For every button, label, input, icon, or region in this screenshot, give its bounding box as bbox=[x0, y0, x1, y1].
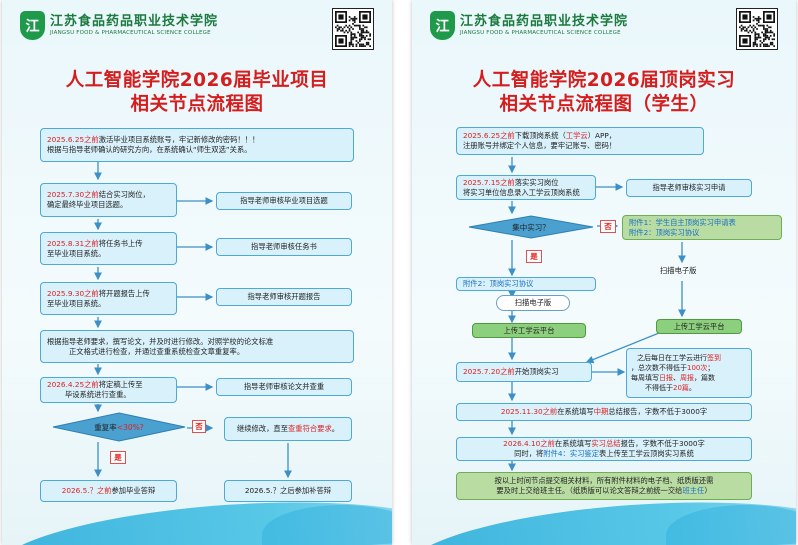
title-line2: 相关节点流程图（学生） bbox=[499, 94, 709, 115]
title-line1: 人工智能学院2026届顶岗实习 bbox=[472, 70, 736, 91]
no-label: 否 bbox=[600, 220, 616, 233]
final-defense-box: 2026.5.？之前参加毕业答辩 bbox=[40, 480, 177, 502]
header: 江 江苏食品药品职业技术学院 JIANGSU FOOD & PHARMACEUT… bbox=[2, 0, 392, 58]
attachment-box: 附件1：学生自主顶岗实习申请表 附件2：顶岗实习协议 bbox=[622, 215, 782, 240]
step-download-app: 2025.6.25之前下载顶岗系统（工学云）APP， 注册账号并绑定个人信息，要… bbox=[456, 127, 704, 155]
review-proposal-box: 指导老师审核开题报告 bbox=[216, 288, 352, 306]
poster-graduation-project: 江 江苏食品药品职业技术学院 JIANGSU FOOD & PHARMACEUT… bbox=[2, 0, 392, 545]
college-logo-icon: 江 bbox=[20, 11, 45, 40]
qr-code-icon bbox=[736, 8, 778, 50]
header: 江 江苏食品药品职业技术学院 JIANGSU FOOD & PHARMACEUT… bbox=[412, 0, 796, 58]
review-task-book-box: 指导老师审核任务书 bbox=[216, 238, 352, 256]
continue-revising-box: 继续修改，直至查重符合要求。 bbox=[224, 417, 352, 441]
school-name-en: JIANGSU FOOD & PHARMACEUTICAL SCIENCE CO… bbox=[460, 30, 621, 36]
yes-label: 是 bbox=[110, 451, 126, 464]
school-name: 江苏食品药品职业技术学院 bbox=[460, 14, 629, 29]
review-application-box: 指导老师审核实习申请 bbox=[626, 179, 752, 197]
step-task-book: 2025.8.31之前将任务书上传 至毕业项目系统。 bbox=[40, 232, 177, 265]
qr-code-icon bbox=[332, 8, 374, 50]
review-thesis-box: 指导老师审核论文并查重 bbox=[216, 378, 352, 396]
college-logo-icon: 江 bbox=[430, 11, 455, 40]
step-midterm-report: 2025.11.30之前在系统填写中期总结报告，字数不低于3000字 bbox=[456, 403, 752, 421]
step-write-thesis: 根据指导老师要求，撰写论文，并及时进行修改。对照学校的论文标准 正文格式进行检查… bbox=[40, 330, 354, 363]
school-name: 江苏食品药品职业技术学院 bbox=[50, 14, 219, 29]
step-start-internship: 2025.7.20之前开始顶岗实习 bbox=[456, 362, 592, 382]
makeup-defense-box: 2026.5.？之后参加补答辩 bbox=[224, 480, 352, 502]
scan-electronic-label: 扫描电子版 bbox=[660, 266, 697, 275]
poster-internship: 江 江苏食品药品职业技术学院 JIANGSU FOOD & PHARMACEUT… bbox=[412, 0, 796, 545]
school-name-en: JIANGSU FOOD & PHARMACEUTICAL SCIENCE CO… bbox=[50, 30, 211, 36]
yes-label: 是 bbox=[526, 250, 542, 263]
step-activate-account: 2025.6.25之前激活毕业项目系统账号，牢记新修改的密码！！！ 根据与指导老… bbox=[40, 128, 354, 162]
step-proposal-report: 2025.9.30之前将开题报告上传 至毕业项目系统。 bbox=[40, 282, 177, 315]
upload-platform-right: 上传工学云平台 bbox=[656, 319, 742, 334]
step-plagiarism-check: 2026.4.25之前将定稿上传至 毕设系统进行查重。 bbox=[40, 377, 177, 403]
daily-signin-box: 之后每日在工学云进行签到 ，总次数不得低于100次； 每周填写日报、周报，篇数 … bbox=[626, 348, 752, 398]
upload-platform-left: 上传工学云平台 bbox=[472, 323, 586, 338]
title-line1: 人工智能学院2026届毕业项目 bbox=[65, 70, 329, 91]
title-line2: 相关节点流程图 bbox=[130, 94, 264, 115]
step-topic-selection: 2025.7.30之前结合实习岗位， 确定最终毕业项目选题。 bbox=[40, 183, 177, 217]
step-final-report: 2026.4.10之前在系统填写实习总结报告，字数不低于3000字 同时，将附件… bbox=[456, 437, 752, 461]
decision-similarity: 重复率<30%? bbox=[52, 412, 186, 442]
attachment-2-box: 附件2：顶岗实习协议 bbox=[456, 277, 596, 291]
step-internship-position: 2025.7.15之前落实实习岗位 将实习单位信息录入工学云顶岗系统 bbox=[456, 175, 596, 200]
decision-centralized: 集中实习？ bbox=[468, 215, 594, 239]
review-topic-box: 指导老师审核毕业项目选题 bbox=[216, 192, 352, 210]
no-label: 否 bbox=[192, 420, 206, 433]
scan-electronic-pill: 扫描电子版 bbox=[496, 295, 570, 311]
final-submission-note: 按以上时间节点提交相关材料，所有附件材料的电子档、纸质版还需 要及时上交给班主任… bbox=[456, 472, 752, 500]
